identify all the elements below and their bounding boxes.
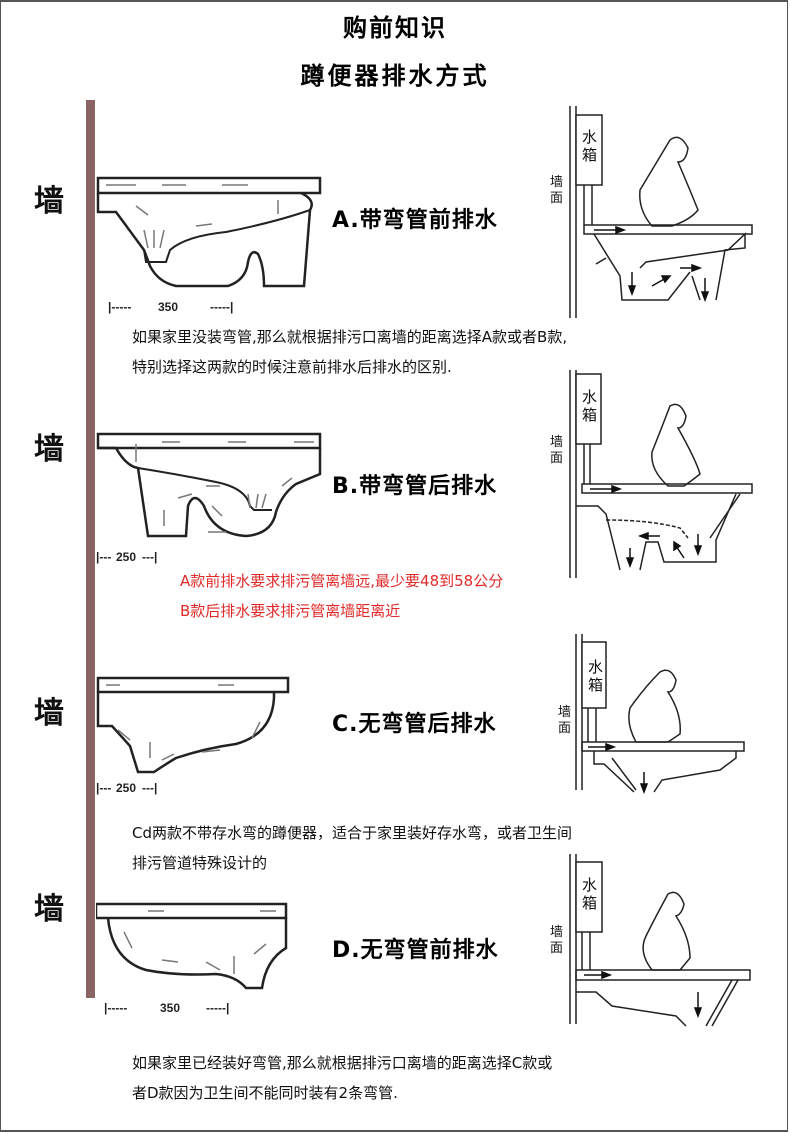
wall-bar	[86, 100, 95, 998]
svg-text:-----|: -----|	[206, 1001, 229, 1015]
toilet-a-install-diagram: 水 箱 墙 面	[550, 106, 753, 318]
svg-text:|---: |---	[96, 550, 111, 564]
toilet-b-install-diagram: 水 箱 墙 面	[550, 370, 753, 578]
tank-label: 水	[582, 128, 597, 146]
svg-text:箱: 箱	[582, 894, 597, 912]
page-title: 购前知识	[343, 14, 447, 42]
svg-text:-----|: -----|	[210, 300, 233, 314]
svg-text:箱: 箱	[582, 406, 597, 424]
svg-text:箱: 箱	[588, 676, 603, 694]
svg-text:|---: |---	[96, 781, 111, 795]
svg-text:|-----: |-----	[108, 300, 131, 314]
wall-label-a: 墙	[34, 184, 64, 219]
svg-text:面: 面	[550, 941, 563, 956]
note-ab: 如果家里没装弯管,那么就根据排污口离墙的距离选择A款或者B款, 特别选择这两款的…	[132, 328, 568, 376]
dimension-c: 250	[116, 781, 136, 795]
svg-text:面: 面	[558, 721, 571, 736]
wall-label-b: 墙	[34, 432, 64, 467]
tank-label: 水	[582, 388, 597, 406]
wall-face-label: 墙	[550, 175, 563, 190]
svg-text:---|: ---|	[142, 550, 157, 564]
tank-label: 水	[582, 876, 597, 894]
toilet-b-section-diagram: |--- 250 ---|	[96, 432, 322, 564]
type-d-label: D.无弯管前排水	[332, 938, 499, 963]
dimension-a: 350	[158, 300, 178, 314]
wall-face-label: 墙	[550, 435, 563, 450]
svg-text:箱: 箱	[582, 146, 597, 164]
wall-label-c: 墙	[34, 696, 64, 731]
warning-note: A款前排水要求排污管离墙远,最少要48到58公分 B款后排水要求排污管离墙距离近	[180, 572, 504, 620]
wall-face-label: 墙	[558, 705, 571, 720]
toilet-c-install-diagram: 水 箱 墙 面	[558, 634, 745, 795]
svg-text:|-----: |-----	[104, 1001, 127, 1015]
note-cd: Cd两款不带存水弯的蹲便器，适合于家里装好存水弯，或者卫生间 排污管道特殊设计的	[132, 824, 572, 872]
page-subtitle: 蹲便器排水方式	[300, 62, 490, 90]
toilet-a-section-diagram: |----- 350 -----|	[96, 176, 322, 314]
tank-label: 水	[588, 658, 603, 676]
toilet-d-install-diagram: 水 箱 墙 面	[550, 854, 751, 1027]
type-a-label: A.带弯管前排水	[332, 208, 498, 233]
note-d: 如果家里已经装好弯管,那么就根据排污口离墙的距离选择C款或 者D款因为卫生间不能…	[132, 1054, 553, 1102]
wall-label-d: 墙	[34, 892, 64, 927]
dimension-b: 250	[116, 550, 136, 564]
toilet-d-section-diagram: |----- 350 -----|	[96, 902, 288, 1015]
svg-text:面: 面	[550, 451, 563, 466]
wall-face-label: 墙	[550, 925, 563, 940]
svg-text:---|: ---|	[142, 781, 157, 795]
type-b-label: B.带弯管后排水	[332, 474, 498, 499]
toilet-c-section-diagram: |--- 250 ---|	[96, 676, 290, 795]
svg-text:面: 面	[550, 191, 563, 206]
dimension-d: 350	[160, 1001, 180, 1015]
type-c-label: C.无弯管后排水	[332, 712, 497, 737]
